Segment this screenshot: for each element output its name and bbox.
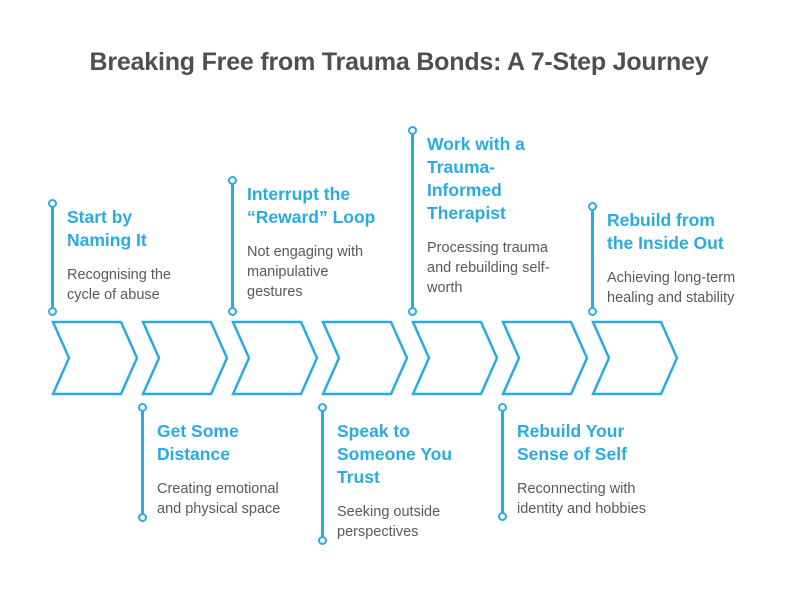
step-3: Interrupt the “Reward” Loop Not engaging… xyxy=(247,183,392,302)
step-2-dot-top xyxy=(137,402,147,412)
step-6-connector-line xyxy=(500,407,504,516)
step-6-description: Reconnecting with identity and hobbies xyxy=(517,481,646,517)
step-4-dot-top xyxy=(317,402,327,412)
step-7-description: Achieving long-term healing and stabilit… xyxy=(607,270,736,306)
step-7-heading: Rebuild from the Inside Out xyxy=(607,210,724,253)
step-4-dot-bottom xyxy=(317,535,327,545)
step-3-connector-line xyxy=(230,180,234,311)
step-7-connector-line xyxy=(590,206,594,311)
step-4-connector-line xyxy=(320,407,324,540)
step-1-heading: Start by Naming It xyxy=(67,207,147,250)
step-5-description: Processing trauma and rebuilding self- w… xyxy=(427,240,550,296)
step-6: Rebuild Your Sense of Self Reconnecting … xyxy=(517,420,672,519)
step-2: Get Some Distance Creating emotional and… xyxy=(157,420,302,519)
step-1-description: Recognising the cycle of abuse xyxy=(67,267,171,303)
chevron-arrow-1 xyxy=(51,320,139,396)
step-5-heading: Work with a Trauma- Informed Therapist xyxy=(427,134,525,223)
chevron-arrow-2 xyxy=(141,320,229,396)
step-3-dot-bottom xyxy=(227,306,237,316)
step-2-dot-bottom xyxy=(137,512,147,522)
step-2-description: Creating emotional and physical space xyxy=(157,481,281,517)
step-3-heading: Interrupt the “Reward” Loop xyxy=(247,184,376,227)
step-4-description: Seeking outside perspectives xyxy=(337,504,441,540)
step-1-dot-bottom xyxy=(47,306,57,316)
step-6-dot-top xyxy=(497,402,507,412)
step-1-connector-line xyxy=(50,203,54,311)
step-2-connector-line xyxy=(140,407,144,517)
step-7-dot-bottom xyxy=(587,306,597,316)
step-6-heading: Rebuild Your Sense of Self xyxy=(517,421,627,464)
step-3-description: Not engaging with manipulative gestures xyxy=(247,244,364,300)
step-1-dot-top xyxy=(47,198,57,208)
diagram-title: Breaking Free from Trauma Bonds: A 7-Ste… xyxy=(89,48,709,76)
chevron-arrow-3 xyxy=(231,320,319,396)
step-1: Start by Naming It Recognising the cycle… xyxy=(67,206,197,305)
step-5: Work with a Trauma- Informed Therapist P… xyxy=(427,133,577,298)
step-5-connector-line xyxy=(410,130,414,311)
step-7-dot-top xyxy=(587,201,597,211)
step-5-dot-bottom xyxy=(407,306,417,316)
step-4-heading: Speak to Someone You Trust xyxy=(337,421,453,487)
step-2-heading: Get Some Distance xyxy=(157,421,239,464)
chevron-arrow-5 xyxy=(411,320,499,396)
step-3-dot-top xyxy=(227,175,237,185)
chevron-arrow-7 xyxy=(591,320,679,396)
step-7: Rebuild from the Inside Out Achieving lo… xyxy=(607,209,767,308)
step-5-dot-top xyxy=(407,125,417,135)
chevron-arrow-6 xyxy=(501,320,589,396)
chevron-arrow-4 xyxy=(321,320,409,396)
step-4: Speak to Someone You Trust Seeking outsi… xyxy=(337,420,477,542)
step-6-dot-bottom xyxy=(497,511,507,521)
